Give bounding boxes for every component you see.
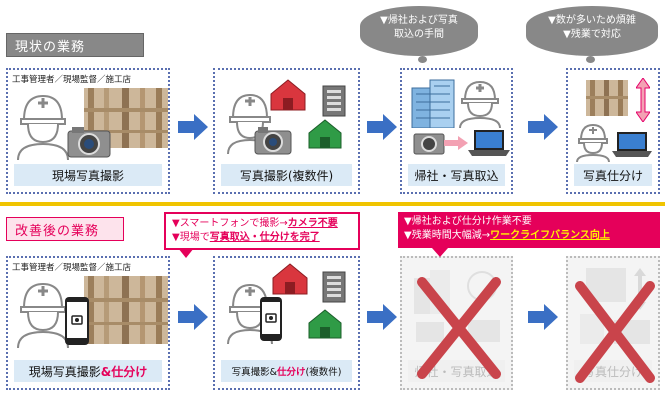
bubble-line: ▼数が多いため煩雑 (548, 15, 636, 26)
flow-arrow-icon (528, 304, 558, 330)
note-text: ▼スマートフォンで撮影→ (172, 218, 288, 229)
note-line: ▼スマートフォンで撮影→カメラ不要 (172, 217, 352, 231)
improvement-note-left: ▼スマートフォンで撮影→カメラ不要 ▼現場で写真取込・仕分けを完了 (164, 212, 360, 250)
camera-icon (254, 127, 292, 155)
note-line: ▼残業時間大幅減→ワークライフバランス向上 (404, 229, 654, 243)
house-red-icon (270, 79, 306, 111)
smartphone-icon (65, 297, 89, 345)
camera-icon (67, 127, 111, 158)
note-line: ▼現場で写真取込・仕分けを完了 (172, 231, 352, 245)
worker-icon (227, 283, 273, 344)
label-highlight: &仕分け (100, 364, 148, 379)
flow-arrow-icon (367, 304, 397, 330)
step-label: 写真撮影&仕分け(複数件) (221, 360, 352, 382)
label-text: 写真撮影& (231, 367, 277, 378)
flow-arrow-icon (528, 114, 558, 140)
step-label: 現場写真撮影 (14, 164, 162, 186)
construction-site-image (84, 276, 168, 344)
note-highlight: 写真取込・仕分けを完了 (209, 232, 320, 243)
role-label: 工事管理者／現場監督／施工店 (12, 75, 132, 85)
double-arrow-icon (636, 78, 650, 122)
office-building-icon (411, 79, 455, 128)
transfer-arrow-icon (444, 136, 468, 150)
laptop-icon (612, 132, 652, 157)
bubble-line: 取込の手間 (394, 29, 444, 40)
improved-workflow-header: 改善後の業務 (6, 217, 124, 241)
improved-step-multi-photo-sort: 写真撮影&仕分け(複数件) (213, 256, 360, 390)
thought-bubble-import: ▼帰社および写真 取込の手間 (360, 6, 478, 56)
house-red-icon (272, 263, 308, 295)
smartphone-icon (260, 297, 282, 341)
worker-icon (459, 80, 501, 128)
label-highlight: 仕分け (276, 367, 306, 378)
step-label: 現場写真撮影&仕分け (14, 360, 162, 382)
note-line: ▼帰社および仕分け作業不要 (404, 216, 532, 227)
improved-step-return-import-removed: 帰社・写真取込 (400, 256, 513, 390)
note-highlight: ワークライフバランス向上 (490, 230, 610, 241)
current-step-multi-photo: 写真撮影(複数件) (213, 68, 360, 194)
improved-step-photo-sort-removed: 写真仕分け (566, 256, 660, 390)
flow-arrow-icon (367, 114, 397, 140)
note-text: ▼現場で (172, 232, 210, 243)
house-green-icon (308, 309, 342, 339)
flow-arrow-icon (178, 114, 208, 140)
step-label: 写真仕分け (574, 164, 652, 186)
bubble-line: ▼残業で対応 (563, 29, 621, 40)
note-text: ▼残業時間大幅減→ (404, 230, 491, 241)
bubble-dot (418, 56, 427, 63)
label-text: (複数件) (305, 367, 342, 378)
step-label: 写真撮影(複数件) (221, 164, 352, 186)
improved-step-site-photo-sort: 工事管理者／現場監督／施工店 現場写真撮影&仕分け (6, 256, 170, 390)
worker-icon (576, 123, 610, 162)
improvement-note-right: ▼帰社および仕分け作業不要 ▼残業時間大幅減→ワークライフバランス向上 (398, 212, 660, 248)
building-icon (322, 271, 346, 303)
camera-icon (413, 133, 445, 155)
bubble-dot (586, 56, 595, 63)
label-text: 現場写真撮影 (28, 364, 101, 379)
laptop-icon (468, 130, 510, 156)
cross-mark-icon (417, 277, 501, 379)
current-step-site-photo: 工事管理者／現場監督／施工店 現場写真撮影 (6, 68, 170, 194)
bubble-line: ▼帰社および写真 (380, 15, 458, 26)
note-pointer (432, 248, 448, 257)
section-divider (0, 202, 665, 206)
note-pointer (178, 248, 194, 258)
worker-icon (17, 94, 69, 160)
step-label: 帰社・写真取込 (408, 164, 505, 186)
building-icon (322, 85, 346, 117)
current-workflow-header: 現状の業務 (6, 33, 144, 57)
current-step-return-import: 帰社・写真取込 (400, 68, 513, 194)
construction-site-image (586, 80, 628, 116)
cross-mark-icon (575, 281, 655, 383)
role-label: 工事管理者／現場監督／施工店 (12, 263, 132, 273)
note-highlight: カメラ不要 (287, 218, 338, 229)
house-green-icon (308, 119, 342, 149)
flow-arrow-icon (178, 304, 208, 330)
worker-icon (17, 282, 69, 348)
current-step-photo-sort: 写真仕分け (566, 68, 660, 194)
thought-bubble-sorting: ▼数が多いため煩雑 ▼残業で対応 (526, 6, 658, 56)
